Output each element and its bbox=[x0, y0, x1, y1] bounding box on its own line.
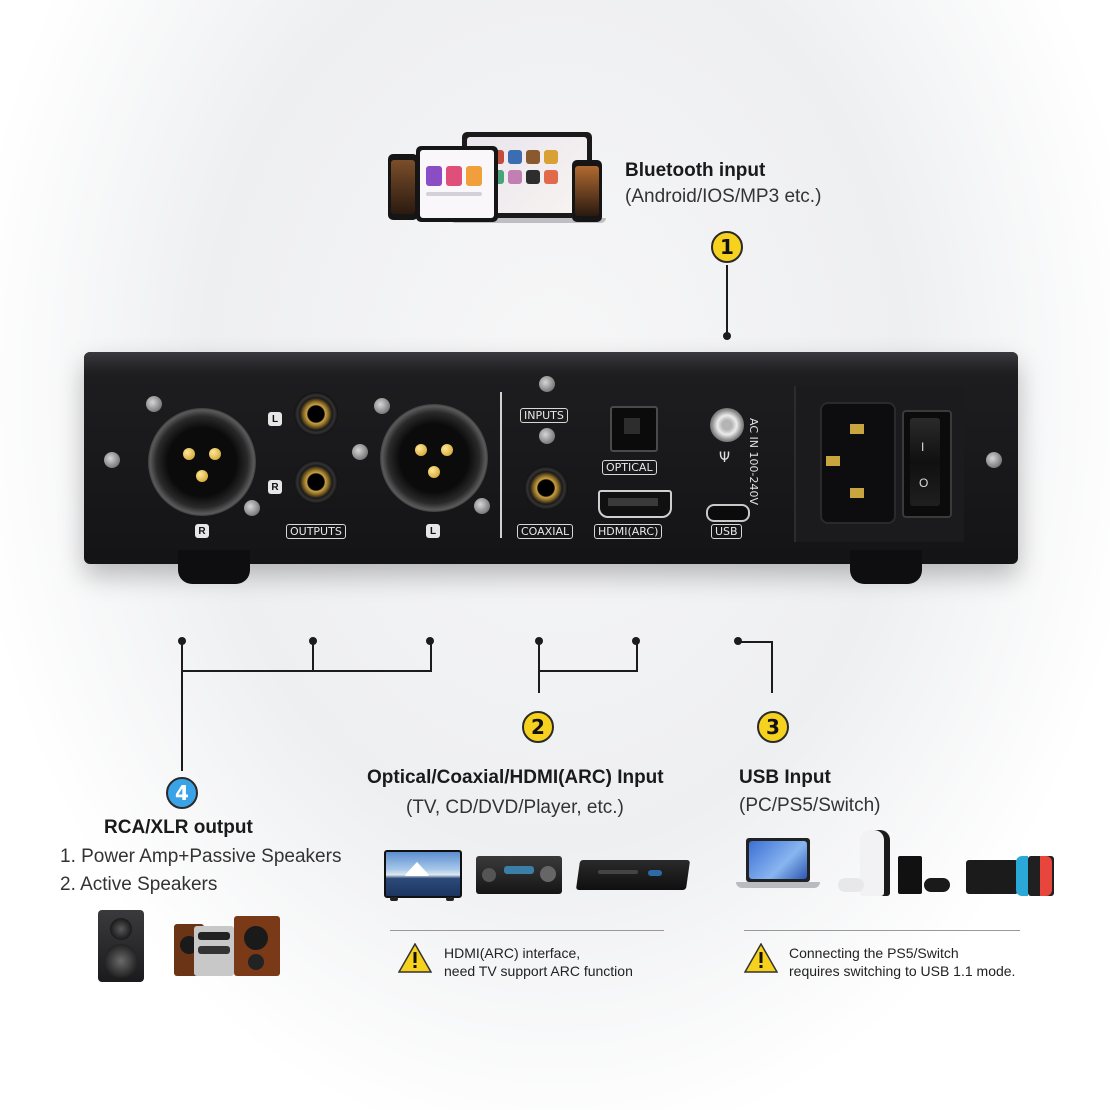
coaxial-label: COAXIAL bbox=[517, 524, 574, 539]
iec-pin bbox=[850, 424, 864, 434]
xlr-pin bbox=[441, 444, 453, 456]
callout-badge-4: 4 bbox=[166, 777, 198, 809]
screw bbox=[986, 452, 1002, 468]
connector-line bbox=[312, 641, 314, 671]
connector-line bbox=[538, 641, 540, 693]
warning-icon bbox=[397, 942, 433, 973]
callout-badge-2: 2 bbox=[522, 711, 554, 743]
screw bbox=[146, 396, 162, 412]
screw bbox=[352, 444, 368, 460]
usb-input-title: USB Input bbox=[739, 767, 831, 788]
rca-right-label: R bbox=[268, 480, 282, 494]
ac-voltage-label: AC IN 100-240V bbox=[747, 418, 760, 505]
connector-line bbox=[430, 641, 432, 671]
hdmi-note-line-1: HDMI(ARC) interface, bbox=[444, 945, 581, 961]
outputs-label: OUTPUTS bbox=[286, 524, 346, 539]
digital-input-subtitle: (TV, CD/DVD/Player, etc.) bbox=[406, 797, 624, 818]
connector-line bbox=[181, 641, 183, 771]
xlr-output-left[interactable] bbox=[380, 404, 488, 512]
usb-c-input[interactable] bbox=[706, 504, 750, 522]
iec-pin bbox=[826, 456, 840, 466]
connector-line bbox=[771, 641, 773, 693]
iec-pin bbox=[850, 488, 864, 498]
callout-badge-1: 1 bbox=[711, 231, 743, 263]
usb-label: USB bbox=[711, 524, 742, 539]
connector-line bbox=[636, 641, 638, 671]
usb-note-line-2: requires switching to USB 1.1 mode. bbox=[789, 963, 1016, 979]
usb-note-line-1: Connecting the PS5/Switch bbox=[789, 945, 959, 961]
panel-divider bbox=[500, 392, 502, 538]
switch-on-mark: I bbox=[921, 440, 925, 454]
bluetooth-subtitle: (Android/IOS/MP3 etc.) bbox=[625, 186, 822, 207]
power-rocker[interactable] bbox=[910, 418, 940, 506]
rca-output-right[interactable] bbox=[294, 460, 338, 504]
antenna-connector[interactable] bbox=[710, 408, 744, 442]
bluetooth-title: Bluetooth input bbox=[625, 160, 766, 181]
connector-line bbox=[181, 670, 432, 672]
device-foot bbox=[178, 550, 250, 584]
hdmi-label: HDMI(ARC) bbox=[594, 524, 663, 539]
screw bbox=[104, 452, 120, 468]
screw bbox=[539, 428, 555, 444]
screw bbox=[374, 398, 390, 414]
hdmi-inner bbox=[608, 498, 658, 506]
hdmi-note-line-2: need TV support ARC function bbox=[444, 963, 633, 979]
connector-line bbox=[726, 265, 728, 335]
xlr-left-label: L bbox=[426, 524, 440, 538]
output-item-1: 1. Power Amp+Passive Speakers bbox=[60, 846, 342, 867]
screw bbox=[244, 500, 260, 516]
xlr-pin bbox=[428, 466, 440, 478]
callout-badge-3: 3 bbox=[757, 711, 789, 743]
xlr-pin bbox=[209, 448, 221, 460]
coaxial-input[interactable] bbox=[524, 466, 568, 510]
inputs-label: INPUTS bbox=[520, 408, 568, 423]
connector-dot bbox=[723, 332, 731, 340]
xlr-output-right[interactable] bbox=[148, 408, 256, 516]
optical-label: OPTICAL bbox=[602, 460, 657, 475]
warning-icon bbox=[743, 942, 779, 973]
antenna-icon: Ψ bbox=[719, 450, 731, 466]
xlr-pin bbox=[183, 448, 195, 460]
rca-left-label: L bbox=[268, 412, 282, 426]
connector-line bbox=[738, 641, 772, 643]
divider-line bbox=[744, 930, 1020, 931]
optical-shutter bbox=[624, 418, 640, 434]
digital-input-title: Optical/Coaxial/HDMI(ARC) Input bbox=[367, 767, 664, 788]
divider-line bbox=[390, 930, 664, 931]
rca-output-left[interactable] bbox=[294, 392, 338, 436]
usb-input-subtitle: (PC/PS5/Switch) bbox=[739, 795, 881, 816]
output-title: RCA/XLR output bbox=[104, 817, 253, 838]
connector-line bbox=[538, 670, 638, 672]
xlr-right-label: R bbox=[195, 524, 209, 538]
xlr-pin bbox=[196, 470, 208, 482]
switch-off-mark: O bbox=[919, 476, 929, 490]
xlr-pin bbox=[415, 444, 427, 456]
output-item-2: 2. Active Speakers bbox=[60, 874, 218, 895]
device-foot bbox=[850, 550, 922, 584]
bluetooth-antenna-screw bbox=[539, 376, 555, 392]
dac-top-edge bbox=[84, 352, 1018, 370]
screw bbox=[474, 498, 490, 514]
